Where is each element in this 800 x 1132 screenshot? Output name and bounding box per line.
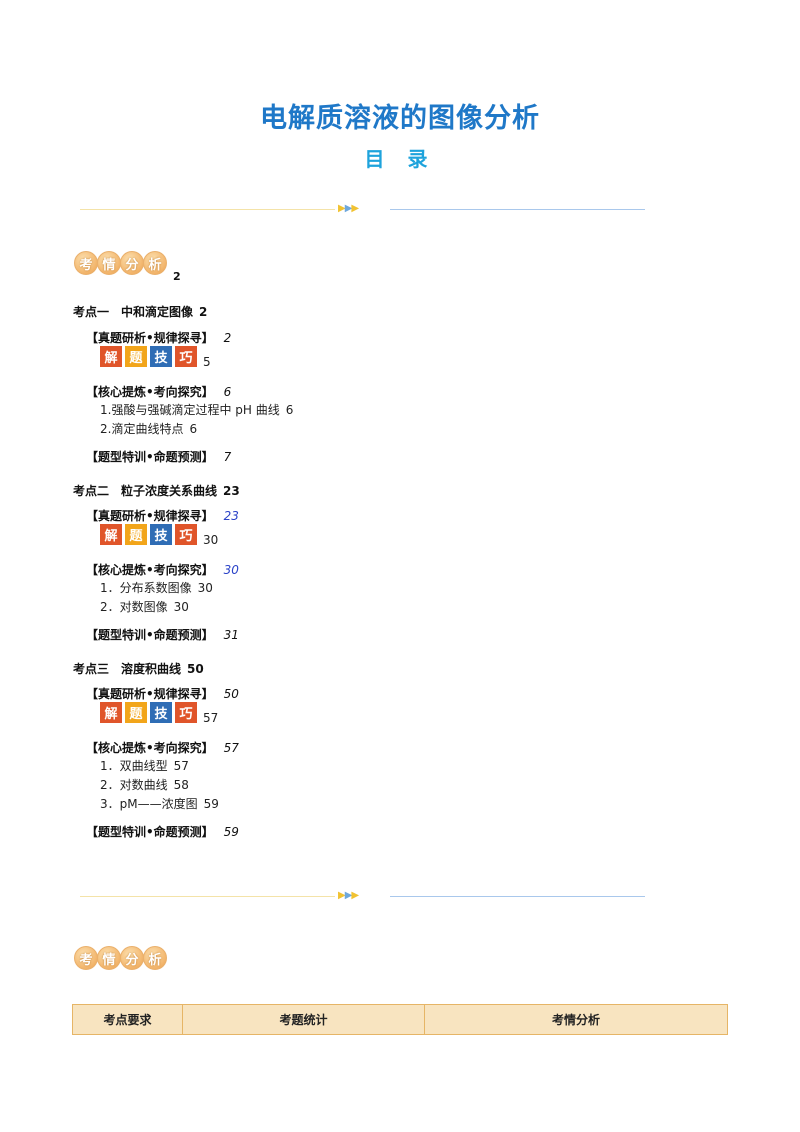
badge-char: 分 [120, 946, 144, 970]
badge-char: 分 [120, 251, 144, 275]
page-number: 7 [223, 450, 232, 464]
item-label: 1．双曲线型 [100, 759, 168, 773]
page-number: 6 [223, 385, 232, 399]
page-number: 59 [203, 797, 219, 811]
page-number: 57 [173, 759, 189, 773]
tip-char: 巧 [175, 702, 197, 723]
sub-label: 【真题研析•规律探寻】 [86, 509, 214, 523]
page-number: 2 [223, 331, 232, 345]
page-number: 59 [223, 825, 239, 839]
toc-item[interactable]: 3．pM——浓度图 59 [100, 795, 219, 812]
table-header-row: 考点要求 考题统计 考情分析 [72, 1004, 728, 1035]
section-label: 考点二 粒子浓度关系曲线 [73, 484, 218, 498]
toc-section-1[interactable]: 考点一 中和滴定图像 2 [73, 303, 207, 320]
sub-label: 【题型特训•命题预测】 [86, 825, 214, 839]
item-label: 1.强酸与强碱滴定过程中 pH 曲线 [100, 403, 280, 417]
page-number: 30 [223, 563, 239, 577]
toc-research-2[interactable]: 【真题研析•规律探寻】 23 [86, 507, 239, 524]
section-label: 考点三 溶度积曲线 [73, 662, 182, 676]
toc-section-2[interactable]: 考点二 粒子浓度关系曲线 23 [73, 482, 240, 499]
page-number: 50 [223, 687, 239, 701]
toc-item[interactable]: 2．对数图像 30 [100, 598, 189, 615]
badge-char: 情 [97, 251, 121, 275]
page-number: 6 [285, 403, 294, 417]
sub-label: 【题型特训•命题预测】 [86, 450, 214, 464]
toc-training-3[interactable]: 【题型特训•命题预测】 59 [86, 823, 239, 840]
column-header: 考点要求 [72, 1004, 183, 1035]
tip-char: 巧 [175, 524, 197, 545]
badge-char: 析 [143, 946, 167, 970]
page-number: 2 [199, 305, 208, 319]
page-number: 30 [197, 581, 213, 595]
item-label: 2．对数图像 [100, 600, 168, 614]
toc-item[interactable]: 1.强酸与强碱滴定过程中 pH 曲线 6 [100, 401, 293, 418]
page-number: 5 [203, 355, 211, 369]
exam-analysis-badge: 考 情 分 析 [74, 944, 167, 972]
column-header: 考题统计 [182, 1004, 425, 1035]
tip-char: 解 [100, 702, 122, 723]
page-number: 30 [203, 533, 219, 547]
toc-training-1[interactable]: 【题型特训•命题预测】 7 [86, 448, 231, 465]
page-number: 31 [223, 628, 239, 642]
tip-char: 技 [150, 702, 172, 723]
toc-training-2[interactable]: 【题型特训•命题预测】 31 [86, 626, 239, 643]
sub-label: 【核心提炼•考向探究】 [86, 385, 214, 399]
badge-char: 析 [143, 251, 167, 275]
page-number: 57 [203, 711, 219, 725]
toc-section-3[interactable]: 考点三 溶度积曲线 50 [73, 660, 204, 677]
arrow-icons: ▶▶▶ [338, 890, 359, 901]
document-title: 电解质溶液的图像分析 [260, 103, 540, 134]
toc-heading: 目 录 [364, 147, 436, 171]
page-number: 23 [223, 484, 240, 498]
sub-label: 【核心提炼•考向探究】 [86, 563, 214, 577]
item-label: 1．分布系数图像 [100, 581, 192, 595]
tips-badge-3[interactable]: 解 题 技 巧 57 [100, 702, 218, 725]
page-number: 50 [187, 662, 204, 676]
badge-page-number: 2 [173, 270, 181, 283]
item-label: 2.滴定曲线特点 [100, 422, 184, 436]
arrow-icons: ▶▶▶ [338, 203, 359, 214]
page-number: 58 [173, 778, 189, 792]
toc-item[interactable]: 1．分布系数图像 30 [100, 579, 213, 596]
column-header: 考情分析 [424, 1004, 728, 1035]
page-number: 30 [173, 600, 189, 614]
tip-char: 技 [150, 346, 172, 367]
tip-char: 解 [100, 524, 122, 545]
toc-item[interactable]: 1．双曲线型 57 [100, 757, 189, 774]
sub-label: 【真题研析•规律探寻】 [86, 687, 214, 701]
badge-char: 考 [74, 946, 98, 970]
section-label: 考点一 中和滴定图像 [73, 305, 194, 319]
toc-core-1[interactable]: 【核心提炼•考向探究】 6 [86, 383, 231, 400]
toc-research-1[interactable]: 【真题研析•规律探寻】 2 [86, 329, 231, 346]
tip-char: 题 [125, 702, 147, 723]
sub-label: 【核心提炼•考向探究】 [86, 741, 214, 755]
item-label: 2．对数曲线 [100, 778, 168, 792]
sub-label: 【题型特训•命题预测】 [86, 628, 214, 642]
tip-char: 题 [125, 346, 147, 367]
page-number: 57 [223, 741, 239, 755]
divider-bottom: ▶▶▶ [80, 890, 645, 902]
tip-char: 技 [150, 524, 172, 545]
exam-stats-table: 考点要求 考题统计 考情分析 [72, 1004, 728, 1035]
toc-research-3[interactable]: 【真题研析•规律探寻】 50 [86, 685, 239, 702]
toc-core-2[interactable]: 【核心提炼•考向探究】 30 [86, 561, 239, 578]
toc-core-3[interactable]: 【核心提炼•考向探究】 57 [86, 739, 239, 756]
item-label: 3．pM——浓度图 [100, 797, 198, 811]
tip-char: 巧 [175, 346, 197, 367]
tip-char: 题 [125, 524, 147, 545]
badge-char: 情 [97, 946, 121, 970]
page-number: 23 [223, 509, 239, 523]
toc-item[interactable]: 2.滴定曲线特点 6 [100, 420, 197, 437]
toc-item[interactable]: 2．对数曲线 58 [100, 776, 189, 793]
page-number: 6 [189, 422, 198, 436]
badge-char: 考 [74, 251, 98, 275]
tips-badge-1[interactable]: 解 题 技 巧 5 [100, 346, 211, 369]
exam-analysis-badge[interactable]: 考 情 分 析 [74, 249, 167, 277]
tips-badge-2[interactable]: 解 题 技 巧 30 [100, 524, 218, 547]
divider-top: ▶▶▶ [80, 203, 645, 215]
tip-char: 解 [100, 346, 122, 367]
sub-label: 【真题研析•规律探寻】 [86, 331, 214, 345]
